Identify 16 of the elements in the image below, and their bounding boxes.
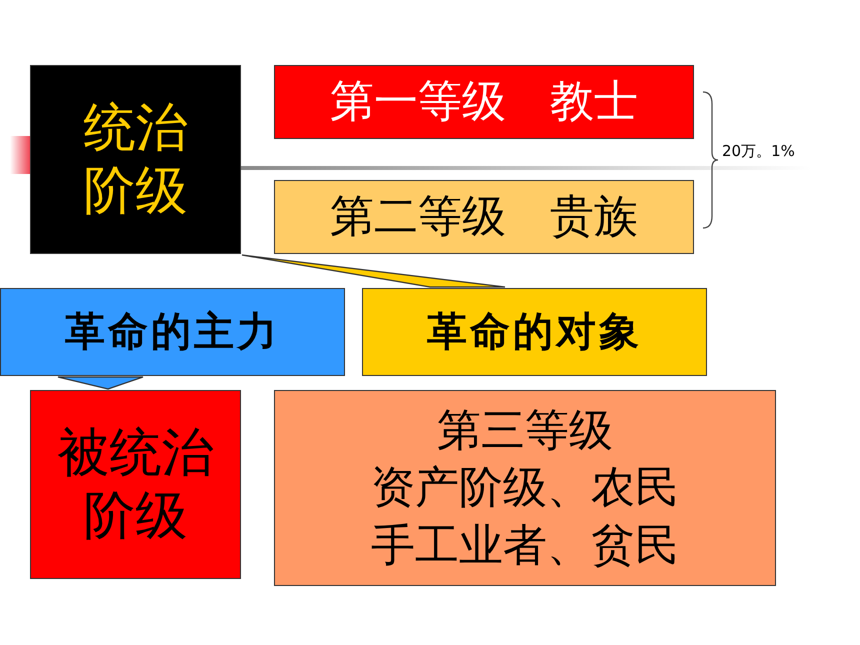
heading-text: 第三等级 [436, 404, 614, 458]
rank-box [274, 390, 776, 586]
callout-text: 革命的对象 [426, 309, 643, 355]
callout-text: 革命的主力 [64, 309, 281, 355]
rank-box [274, 180, 694, 254]
rank-box [274, 65, 694, 139]
class-box [30, 390, 241, 579]
box-text: 被统治阶级 [56, 422, 214, 547]
box-text: 第一等级 教士 [329, 76, 639, 128]
note-text: 20万。1% [722, 142, 795, 161]
callout-pointer [241, 254, 506, 288]
box-text: 第二等级 贵族 [329, 192, 639, 242]
class-box [30, 65, 241, 254]
box-text: 统治阶级 [82, 97, 188, 222]
callout-pointer [57, 376, 144, 390]
body-text: 资产阶级、农民手工业者、贫民 [370, 461, 680, 573]
